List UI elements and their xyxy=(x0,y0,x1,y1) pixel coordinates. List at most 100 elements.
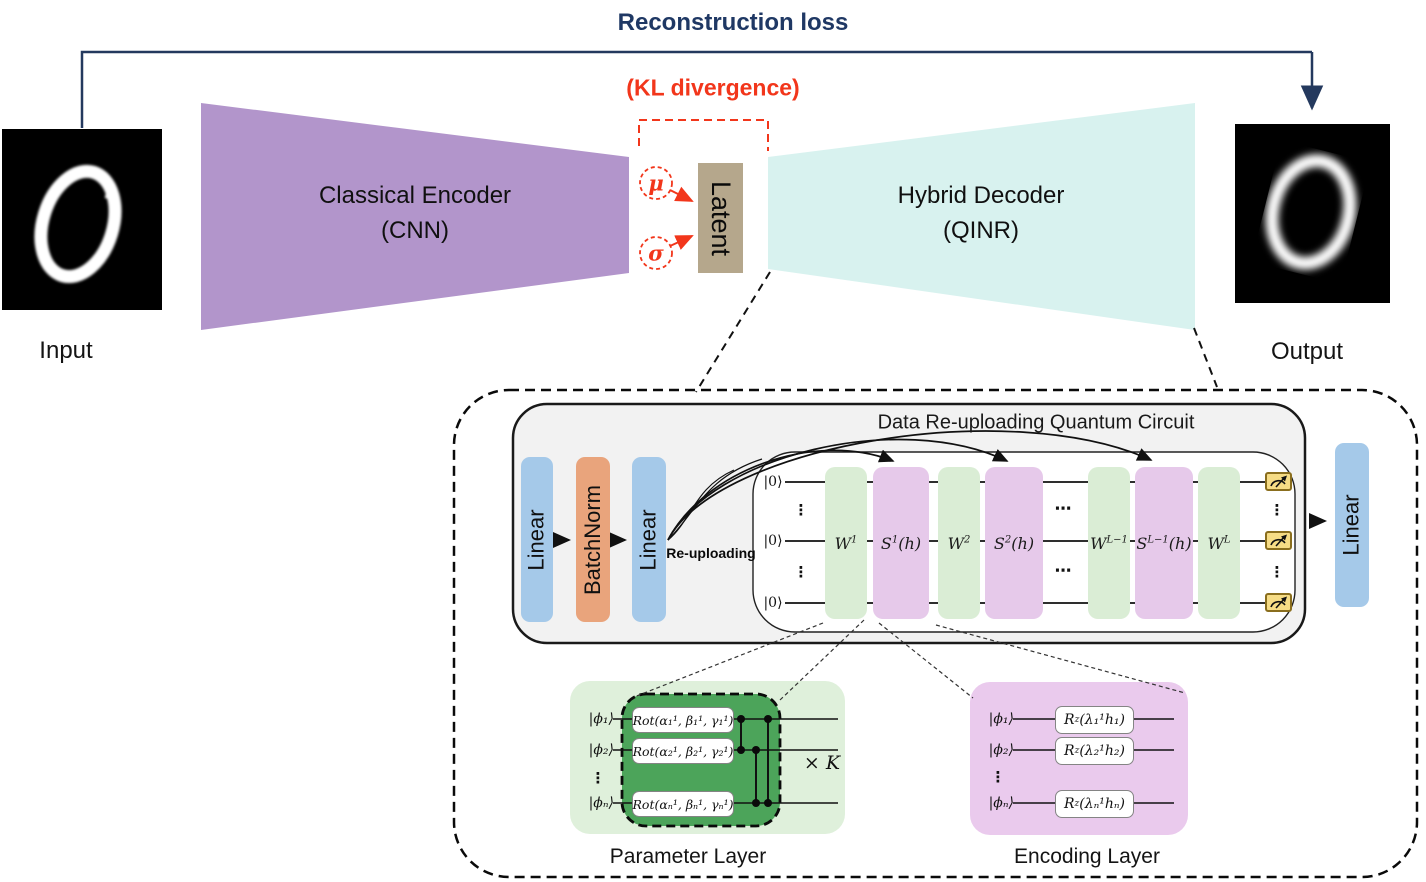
measurement-icon-3 xyxy=(1265,593,1292,612)
circuit-hdots-2: ⋯ xyxy=(1054,561,1072,581)
enc-wire-label-n: |ϕₙ⟩ xyxy=(988,795,1014,811)
rot-gate-2-label: Rot(α₂¹, β₂¹, γ₂¹) xyxy=(632,743,734,759)
rz-gate-2-args: (λ₂¹h₂) xyxy=(1079,743,1125,759)
encoding-layer-wires xyxy=(1013,718,1174,804)
gate-s1-sup: 1 xyxy=(891,534,899,546)
batchnorm-label: BatchNorm xyxy=(580,484,606,595)
circuit-vdots-left-2: ⋮ xyxy=(793,563,809,581)
param-wire-label-1: |ϕ₁⟩ xyxy=(588,711,614,727)
gate-w1: W1 xyxy=(825,467,867,619)
gate-callout-lines xyxy=(633,619,1186,701)
output-image xyxy=(1235,124,1390,303)
linear-in-label: Linear xyxy=(524,508,549,571)
pipeline-arrows xyxy=(553,513,1327,548)
kl-bracket xyxy=(638,119,769,151)
cz-dots xyxy=(737,715,772,807)
linear-mid-label: Linear xyxy=(636,508,661,571)
callout-left xyxy=(695,271,771,393)
rot-gate-1-label: Rot(α₁¹, β₁¹, γ₁¹) xyxy=(632,712,734,728)
parameter-layer-wires xyxy=(613,718,838,804)
circuit-vdots-right-1: ⋮ xyxy=(1269,501,1285,519)
gate-wl: WL xyxy=(1198,467,1240,619)
linear-in-box: Linear xyxy=(521,457,553,622)
encoder-label-line1: Classical Encoder xyxy=(318,182,512,209)
gate-w2-base: W xyxy=(947,533,965,553)
circuit-hdots-1: ⋯ xyxy=(1054,499,1072,519)
param-vdots: ⋮ xyxy=(590,769,606,787)
rz-gate-2-base: R xyxy=(1064,743,1075,759)
rot-gate-2: Rot(α₂¹, β₂¹, γ₂¹) xyxy=(632,738,734,764)
decoder-trapezoid xyxy=(768,103,1195,330)
measurement-icon-1 xyxy=(1265,472,1292,491)
latent-box: Latent xyxy=(698,163,743,273)
output-label: Output xyxy=(1270,338,1344,365)
rz-gate-2-sub: z xyxy=(1074,746,1080,756)
encoder-label-line2: (CNN) xyxy=(381,217,449,244)
circuit-vdots-left-1: ⋮ xyxy=(793,501,809,519)
gate-s1-base: S xyxy=(880,533,892,553)
gate-sl1: SL−1(h) xyxy=(1135,467,1193,619)
rot-gate-n-label: Rot(αₙ¹, βₙ¹, γₙ¹) xyxy=(632,796,734,812)
rot-gate-1: Rot(α₁¹, β₁¹, γ₁¹) xyxy=(632,707,734,733)
qubit-label-2: |0⟩ xyxy=(763,595,783,611)
sigma-circle xyxy=(639,236,673,270)
repeat-k-label: × K xyxy=(803,752,841,774)
gate-sl1-base: S xyxy=(1136,533,1148,553)
kl-divergence-label: (KL divergence) xyxy=(626,74,800,101)
sigma-symbol: σ xyxy=(648,240,664,266)
gate-w2-sup: 2 xyxy=(964,534,971,546)
param-wire-label-n: |ϕₙ⟩ xyxy=(588,795,614,811)
decoder-detail-container xyxy=(452,388,1419,879)
rz-gate-1-base: R xyxy=(1064,712,1075,728)
gate-wl1-base: W xyxy=(1090,533,1107,553)
gate-w1-base: W xyxy=(834,533,852,553)
parameter-layer-caption: Parameter Layer xyxy=(609,845,767,868)
enc-wire-label-1: |ϕ₁⟩ xyxy=(988,711,1014,727)
output-digit-zero xyxy=(1235,124,1390,303)
rz-gate-1-args: (λ₁¹h₁) xyxy=(1079,712,1125,728)
reconstruction-loss-line xyxy=(80,50,1312,128)
linear-out-label: Linear xyxy=(1339,494,1364,556)
reuploading-arrows xyxy=(667,430,1153,541)
mu-symbol: μ xyxy=(648,170,664,196)
gate-wl-sup: L xyxy=(1223,534,1231,546)
param-wire-label-2: |ϕ₂⟩ xyxy=(588,742,614,758)
batchnorm-box: BatchNorm xyxy=(576,457,610,622)
callout-right xyxy=(1193,327,1218,388)
reuploading-label: Re-uploading xyxy=(666,545,756,561)
rz-gate-1-sub: z xyxy=(1074,715,1080,725)
gate-s2: S2(h) xyxy=(985,467,1043,619)
rot-gate-n: Rot(αₙ¹, βₙ¹, γₙ¹) xyxy=(632,791,734,817)
sigma-arrow xyxy=(669,235,694,250)
gate-s1: S1(h) xyxy=(873,467,929,619)
decoder-label-line1: Hybrid Decoder xyxy=(897,182,1065,209)
linear-mid-box: Linear xyxy=(632,457,666,622)
gate-s2-sup: 2 xyxy=(1004,534,1012,546)
rz-gate-n-base: R xyxy=(1063,796,1075,812)
qubit-label-1: |0⟩ xyxy=(763,533,783,549)
gate-w1-sup: 1 xyxy=(851,534,858,546)
input-digit-zero xyxy=(2,129,162,310)
gate-sl1-sup: L−1 xyxy=(1147,534,1169,546)
gate-s1-post: (h) xyxy=(898,533,922,553)
circuit-vdots-right-2: ⋮ xyxy=(1269,563,1285,581)
reconstruction-loss-label: Reconstruction loss xyxy=(617,9,849,36)
measurement-icon-2 xyxy=(1265,531,1292,550)
decoder-label-line2: (QINR) xyxy=(943,217,1019,244)
gate-s2-base: S xyxy=(993,533,1005,553)
gate-s2-post: (h) xyxy=(1011,533,1035,553)
encoder-trapezoid xyxy=(201,103,629,330)
input-image xyxy=(2,129,162,310)
gate-wl1-sup: L−1 xyxy=(1106,534,1128,546)
gate-wl1: WL−1 xyxy=(1088,467,1130,619)
qubit-label-0: |0⟩ xyxy=(763,474,783,490)
circuit-title: Data Re-uploading Quantum Circuit xyxy=(877,411,1195,434)
mu-circle xyxy=(639,166,673,200)
encoding-layer-caption: Encoding Layer xyxy=(1014,845,1160,868)
mu-arrow xyxy=(669,186,694,202)
linear-out-box: Linear xyxy=(1335,443,1369,607)
